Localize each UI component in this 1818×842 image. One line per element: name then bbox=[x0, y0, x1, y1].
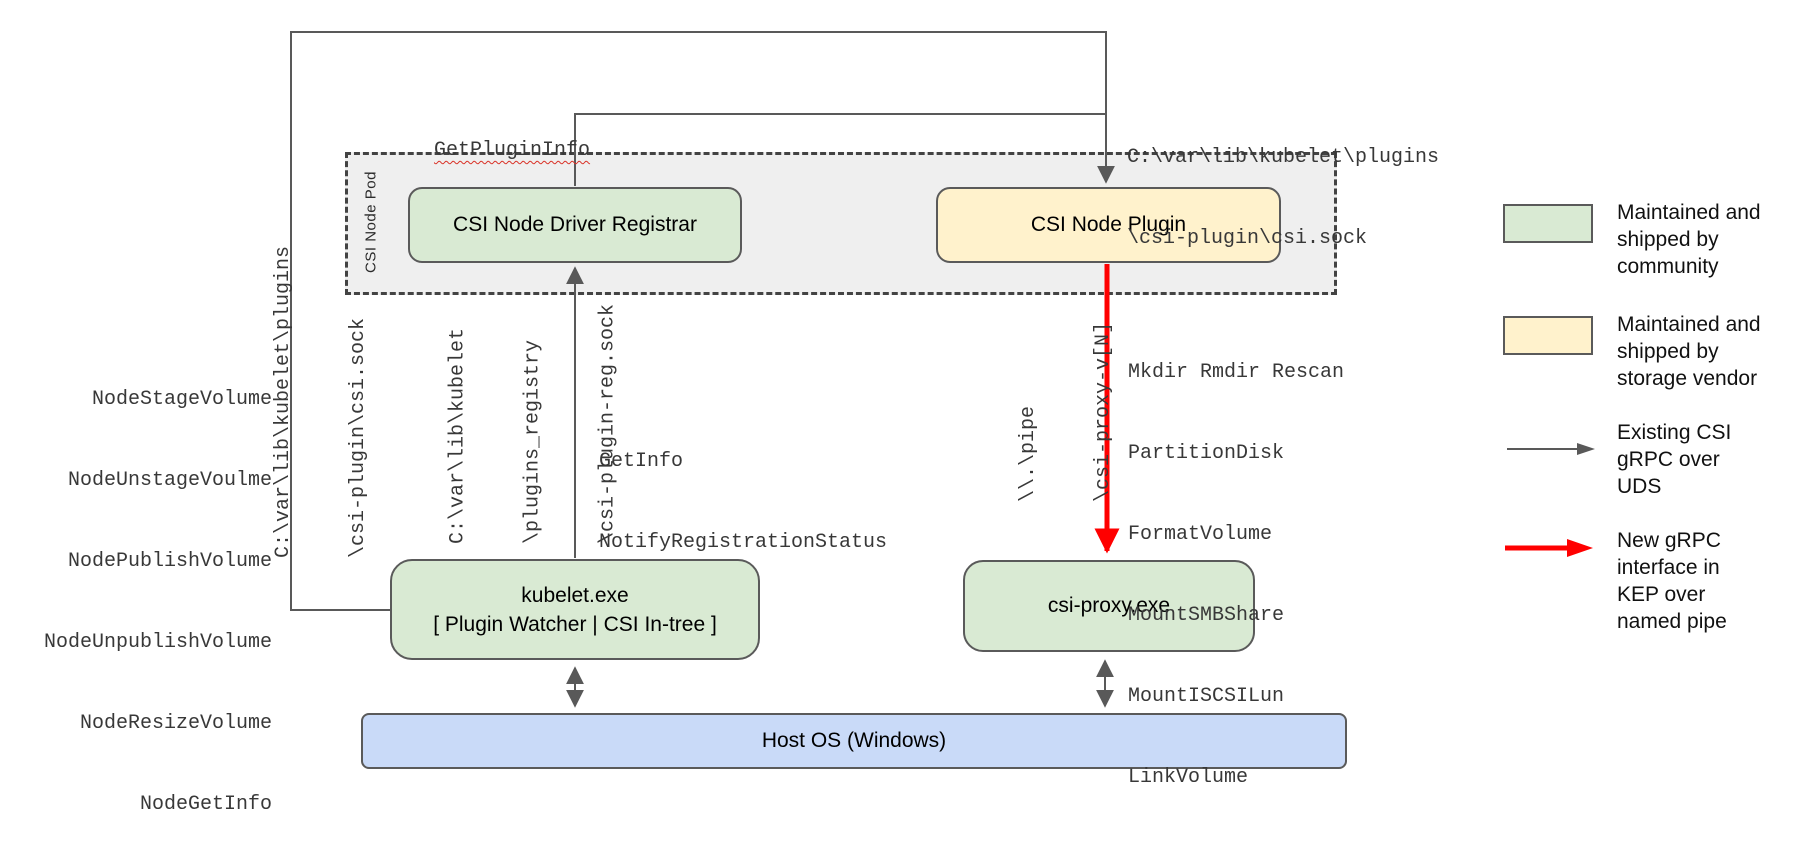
notifyregistrationstatus-line: NotifyRegistrationStatus bbox=[599, 531, 888, 554]
legend-uds-line2: gRPC over bbox=[1617, 448, 1720, 471]
kubelet-box: kubelet.exe [ Plugin Watcher | CSI In-tr… bbox=[390, 559, 760, 660]
legend-pipe-line1: New gRPC bbox=[1617, 529, 1721, 552]
csi-proxy-title: csi-proxy.exe bbox=[1047, 594, 1171, 617]
reg-sock-rot-line2: \plugins_registry bbox=[521, 339, 545, 545]
csi-sock-rot-line2: \csi-plugin\csi.sock bbox=[347, 317, 370, 559]
legend-vendor-line2: shipped by bbox=[1617, 340, 1719, 363]
list-item: FormatVolume bbox=[1128, 523, 1273, 546]
uds-connector-kubelet-to-plugin bbox=[290, 31, 1115, 611]
plugin-title: CSI Node Plugin bbox=[1030, 213, 1187, 236]
legend-community: Maintained and shipped by community bbox=[1617, 199, 1761, 280]
list-item: MountSMBShare bbox=[1128, 604, 1285, 627]
csi-node-plugin-box: CSI Node Plugin bbox=[936, 187, 1281, 263]
list-item: PartitionDisk bbox=[1128, 442, 1285, 465]
csi-sock-path-label: C:\var\lib\kubelet\plugins \csi-plugin\c… bbox=[1127, 90, 1439, 306]
kubelet-subtitle: [ Plugin Watcher | CSI In-tree ] bbox=[433, 612, 717, 636]
legend-vendor: Maintained and shipped by storage vendor bbox=[1617, 311, 1761, 392]
legend-vendor-line3: storage vendor bbox=[1617, 367, 1758, 390]
host-os-title: Host OS (Windows) bbox=[761, 729, 947, 752]
named-pipe-rot-line1: \\.\pipe bbox=[1017, 406, 1040, 503]
getinfo-line: GetInfo bbox=[599, 450, 684, 473]
vendor-swatch bbox=[1503, 316, 1593, 355]
csi-sock-path-line2: \csi-plugin\csi.sock bbox=[1127, 227, 1368, 250]
getplugininfo-text: GetPluginInfo bbox=[434, 139, 591, 162]
uds-connector-registrar-to-plugin bbox=[574, 113, 1105, 186]
legend-uds-arrow: Existing CSI gRPC over UDS bbox=[1617, 419, 1731, 500]
list-item: NodePublishVolume bbox=[67, 550, 272, 573]
csi-sock-rot-line1: C:\var\lib\kubelet\plugins bbox=[272, 245, 295, 559]
node-methods-list: NodeStageVolume NodeUnstageVoulme NodePu… bbox=[20, 332, 272, 842]
csi-proxy-box: csi-proxy.exe bbox=[963, 560, 1255, 652]
legend-uds-line3: UDS bbox=[1617, 475, 1662, 498]
legend-named-pipe-arrow: New gRPC interface in KEP over named pip… bbox=[1617, 527, 1727, 635]
csi-node-driver-registrar-box: CSI Node Driver Registrar bbox=[408, 187, 742, 263]
legend-community-line3: community bbox=[1617, 255, 1719, 278]
list-item: NodeStageVolume bbox=[91, 388, 272, 411]
kubelet-title: kubelet.exe bbox=[521, 583, 629, 607]
list-item: NodeUnpublishVolume bbox=[43, 631, 272, 654]
legend-uds-line1: Existing CSI bbox=[1617, 421, 1732, 444]
list-item: LinkVolume bbox=[1128, 766, 1249, 789]
legend-community-line1: Maintained and bbox=[1617, 201, 1761, 224]
host-os-box: Host OS (Windows) bbox=[361, 713, 1347, 769]
proxy-methods-list: Mkdir Rmdir Rescan PartitionDisk FormatV… bbox=[1128, 305, 1344, 842]
csi-sock-path-line1: C:\var\lib\kubelet\plugins bbox=[1127, 146, 1440, 169]
getplugininfo-label: GetPluginInfo bbox=[386, 110, 590, 191]
legend-vendor-line1: Maintained and bbox=[1617, 313, 1761, 336]
list-item: NodeResizeVolume bbox=[79, 712, 272, 735]
legend-pipe-line2: interface in bbox=[1617, 556, 1720, 579]
community-swatch bbox=[1503, 204, 1593, 243]
named-pipe-rot-line2: \csi-proxy-v[N] bbox=[1092, 321, 1115, 503]
legend-pipe-line3: KEP over bbox=[1617, 583, 1706, 606]
list-item: NodeGetInfo bbox=[139, 793, 272, 816]
getinfo-label: GetInfo NotifyRegistrationStatus bbox=[599, 394, 887, 610]
gray-arrow-icon bbox=[1507, 443, 1595, 455]
legend-community-line2: shipped by bbox=[1617, 228, 1719, 251]
reg-sock-rot-line1: C:\var\lib\kubelet bbox=[446, 327, 470, 545]
list-item: MountISCSILun bbox=[1128, 685, 1285, 708]
registrar-title: CSI Node Driver Registrar bbox=[453, 213, 697, 236]
list-item: Mkdir Rmdir Rescan bbox=[1128, 361, 1345, 384]
list-item: NodeUnstageVoulme bbox=[67, 469, 272, 492]
red-arrow-icon bbox=[1505, 539, 1593, 557]
legend-pipe-line4: named pipe bbox=[1617, 610, 1727, 633]
